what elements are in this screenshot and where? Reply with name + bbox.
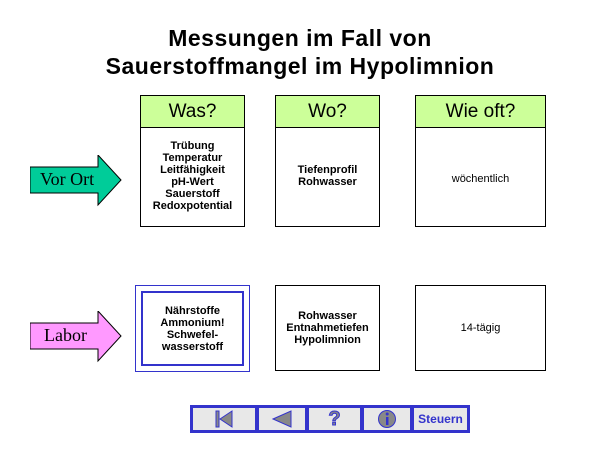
wie-oft-box-vor-ort: Wie oft? wöchentlich: [415, 95, 546, 227]
info-icon: [378, 410, 396, 428]
first-slide-button[interactable]: [192, 407, 256, 431]
question-icon: ?: [328, 407, 341, 430]
previous-icon: [271, 410, 292, 428]
header-was: Was?: [140, 95, 245, 128]
header-wo: Wo?: [275, 95, 380, 128]
previous-slide-button[interactable]: [258, 407, 306, 431]
steuern-button[interactable]: Steuern: [413, 407, 468, 431]
vor-ort-arrow: Vor Ort: [30, 155, 122, 207]
header-wie-oft: Wie oft?: [415, 95, 546, 128]
wie-oft-box-labor: 14-tägig: [415, 285, 546, 371]
labor-arrow: Labor: [30, 311, 122, 363]
info-button[interactable]: [363, 407, 411, 431]
help-button[interactable]: ?: [308, 407, 361, 431]
first-icon: [215, 410, 233, 428]
navigation-bar: ? Steuern: [190, 405, 470, 433]
